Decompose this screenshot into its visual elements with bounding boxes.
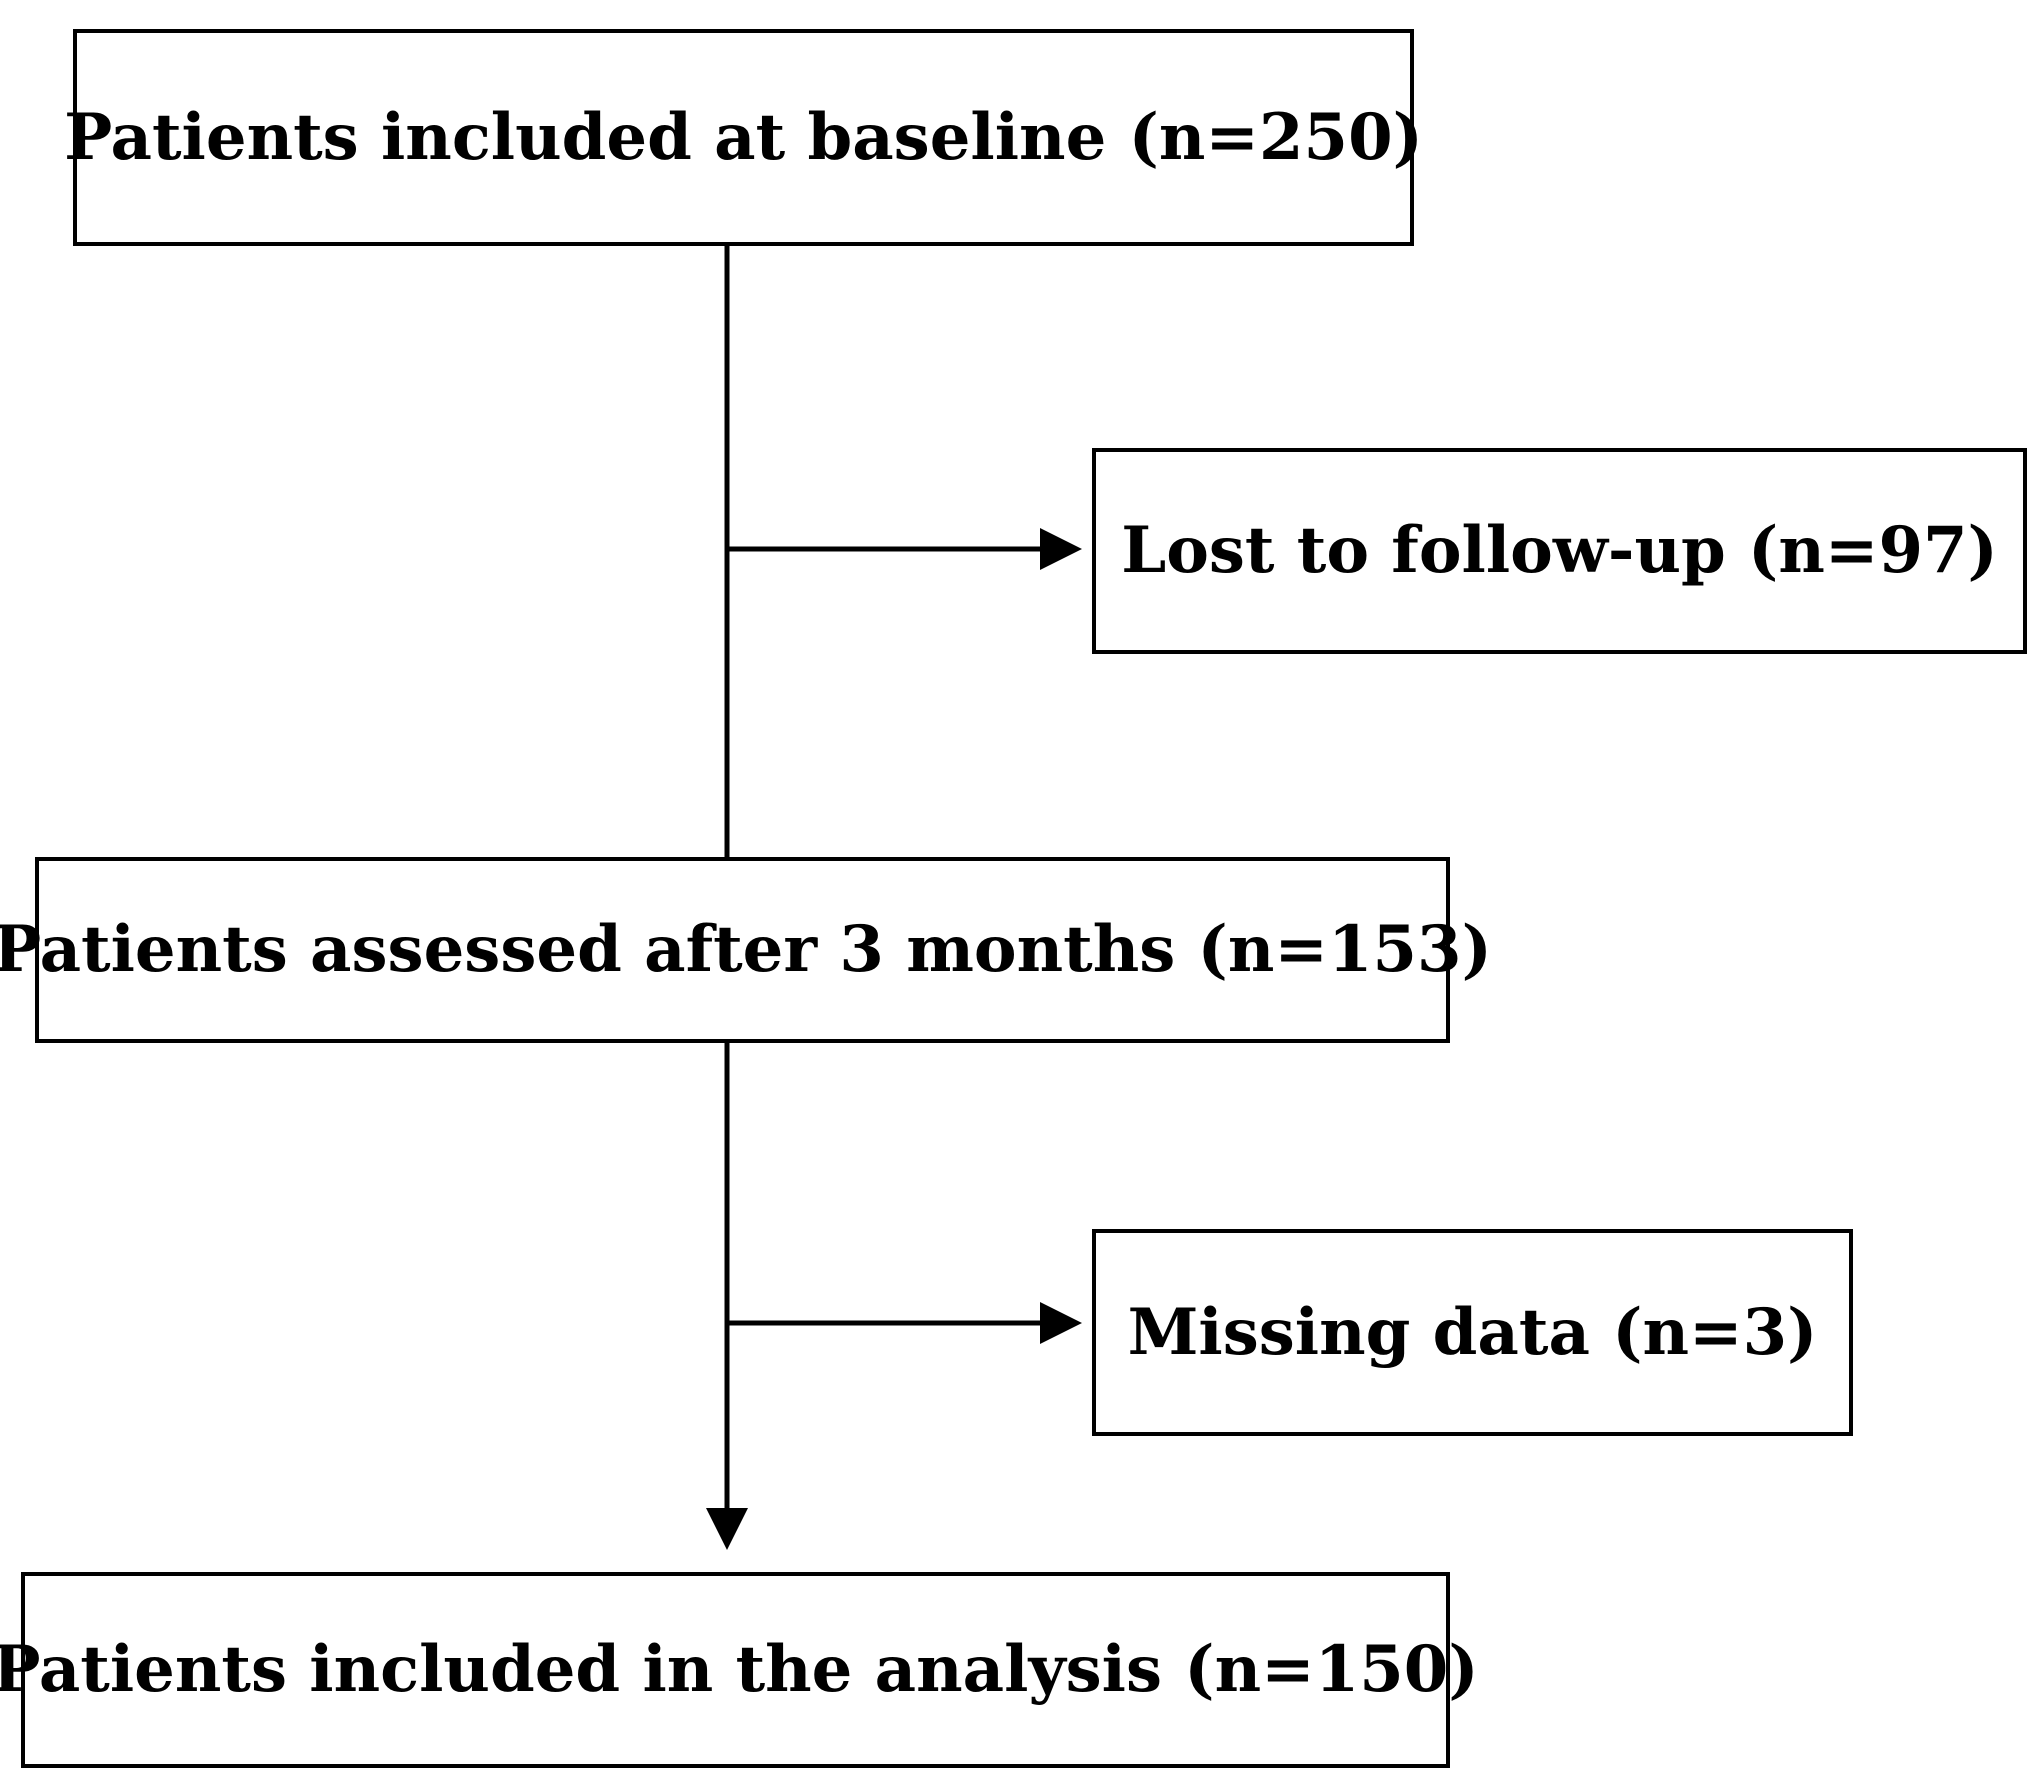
node-assessed-label: Patients assessed after 3 months (n=153) (0, 912, 1492, 987)
node-missing-data: Missing data (n=3) (1092, 1229, 1853, 1436)
node-analysis-label: Patients included in the analysis (n=150… (0, 1632, 1479, 1707)
arrowhead-to-analysis (706, 1508, 748, 1550)
node-included-in-analysis: Patients included in the analysis (n=150… (0, 1572, 1479, 1768)
node-baseline: Patients included at baseline (n=250) (64, 29, 1423, 246)
node-baseline-label: Patients included at baseline (n=250) (64, 99, 1423, 175)
node-lost-label: Lost to follow-up (n=97) (1121, 513, 1998, 588)
node-missing-label: Missing data (n=3) (1127, 1294, 1818, 1370)
node-lost-to-follow-up: Lost to follow-up (n=97) (1092, 448, 2027, 654)
arrowhead-to-lost (1040, 528, 1082, 570)
node-assessed-3-months: Patients assessed after 3 months (n=153) (0, 857, 1492, 1043)
arrowhead-to-missing (1040, 1302, 1082, 1344)
